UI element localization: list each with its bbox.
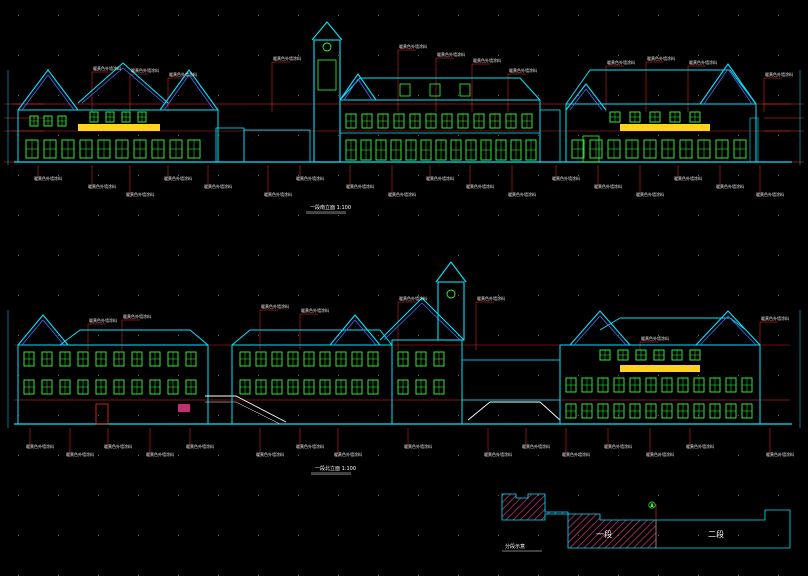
annotation-label: 暖黄色外墙涂料	[296, 175, 324, 181]
annotation-label: 暖黄色外墙涂料	[264, 191, 292, 197]
annotation-label: 暖黄色外墙涂料	[508, 191, 536, 197]
annotation-label: 暖黄色外墙涂料	[399, 295, 427, 301]
lower-clock-tower	[437, 281, 465, 341]
annotation-label: 暖黄色外墙涂料	[689, 59, 717, 65]
annotation-label: 暖黄色外墙涂料	[647, 55, 675, 61]
annotation-label: 暖黄色外墙涂料	[641, 335, 669, 341]
annotation-label: 暖黄色外墙涂料	[123, 313, 151, 319]
lower-annotations: 暖黄色外墙涂料暖黄色外墙涂料暖黄色外墙涂料暖黄色外墙涂料暖黄色外墙涂料暖黄色外墙…	[26, 295, 794, 457]
upper-building-outline	[14, 21, 792, 163]
annotation-label: 暖黄色外墙涂料	[607, 59, 635, 65]
upper-windows	[25, 111, 747, 163]
annotation-label: 暖黄色外墙涂料	[346, 183, 374, 189]
annotation-label: 暖黄色外墙涂料	[66, 451, 94, 457]
annotation-label: 暖黄色外墙涂料	[552, 175, 580, 181]
annotation-label: 暖黄色外墙涂料	[766, 451, 794, 457]
north-arrow-icon	[648, 501, 656, 509]
annotation-label: 暖黄色外墙涂料	[594, 183, 622, 189]
annotation-label: 暖黄色外墙涂料	[273, 55, 301, 61]
annotation-label: 暖黄色外墙涂料	[765, 71, 793, 77]
annotation-label: 暖黄色外墙涂料	[562, 451, 590, 457]
key-plan-caption: 分段示意	[505, 543, 525, 550]
annotation-label: 暖黄色外墙涂料	[604, 443, 632, 449]
annotation-label: 暖黄色外墙涂料	[89, 317, 117, 323]
annotation-label: 暖黄色外墙涂料	[388, 191, 416, 197]
annotation-label: 暖黄色外墙涂料	[93, 65, 121, 71]
annotation-label: 暖黄色外墙涂料	[686, 443, 714, 449]
yellow-band	[620, 124, 710, 131]
annotation-label: 暖黄色外墙涂料	[716, 183, 744, 189]
lower-elevation-title: 一段北立面 1:100	[315, 465, 356, 472]
annotation-label: 暖黄色外墙涂料	[34, 175, 62, 181]
annotation-label: 暖黄色外墙涂料	[646, 451, 674, 457]
annotation-label: 暖黄色外墙涂料	[26, 443, 54, 449]
pink-door	[178, 404, 190, 412]
annotation-label: 暖黄色外墙涂料	[761, 315, 789, 321]
upper-elevation-title: 一段南立面 1:100	[310, 204, 351, 211]
yellow-band	[78, 124, 160, 131]
entrance-door	[95, 403, 109, 425]
annotation-label: 暖黄色外墙涂料	[296, 443, 324, 449]
annotation-label: 暖黄色外墙涂料	[509, 67, 537, 73]
door	[582, 135, 600, 163]
annotation-label: 暖黄色外墙涂料	[426, 175, 454, 181]
annotation-label: 暖黄色外墙涂料	[473, 57, 501, 63]
annotation-label: 暖黄色外墙涂料	[146, 451, 174, 457]
lower-clock-face	[446, 289, 456, 299]
clock-tower	[313, 39, 341, 163]
annotation-label: 暖黄色外墙涂料	[522, 443, 550, 449]
key-plan-segment-1-shape	[501, 493, 657, 549]
annotation-label: 暖黄色外墙涂料	[636, 191, 664, 197]
upper-annotations: 暖黄色外墙涂料暖黄色外墙涂料暖黄色外墙涂料暖黄色外墙涂料暖黄色外墙涂料暖黄色外墙…	[34, 43, 793, 197]
annotation-label: 暖黄色外墙涂料	[186, 443, 214, 449]
annotation-label: 暖黄色外墙涂料	[756, 191, 784, 197]
lower-windows	[23, 349, 753, 419]
upper-elevation: 暖黄色外墙涂料暖黄色外墙涂料暖黄色外墙涂料暖黄色外墙涂料暖黄色外墙涂料暖黄色外墙…	[4, 21, 804, 214]
key-plan-segment-2-label: 二段	[708, 529, 724, 539]
annotation-label: 暖黄色外墙涂料	[301, 307, 329, 313]
key-plan-segment-1-label: 一段	[596, 529, 612, 539]
clock-face	[322, 42, 332, 52]
annotation-label: 暖黄色外墙涂料	[261, 303, 289, 309]
lower-building-outline	[14, 261, 792, 425]
annotation-label: 暖黄色外墙涂料	[104, 443, 132, 449]
annotation-label: 暖黄色外墙涂料	[484, 451, 512, 457]
annotation-label: 暖黄色外墙涂料	[477, 295, 505, 301]
lower-elevation: 暖黄色外墙涂料暖黄色外墙涂料暖黄色外墙涂料暖黄色外墙涂料暖黄色外墙涂料暖黄色外墙…	[7, 261, 801, 475]
annotation-label: 暖黄色外墙涂料	[437, 51, 465, 57]
key-plan: 一段 二段 分段示意	[501, 493, 791, 552]
annotation-label: 暖黄色外墙涂料	[256, 451, 284, 457]
annotation-label: 暖黄色外墙涂料	[674, 175, 702, 181]
annotation-label: 暖黄色外墙涂料	[131, 67, 159, 73]
annotation-label: 暖黄色外墙涂料	[88, 183, 116, 189]
annotation-label: 暖黄色外墙涂料	[169, 71, 197, 77]
yellow-band	[620, 365, 700, 372]
annotation-label: 暖黄色外墙涂料	[334, 451, 362, 457]
annotation-label: 暖黄色外墙涂料	[404, 443, 432, 449]
annotation-label: 暖黄色外墙涂料	[126, 191, 154, 197]
annotation-label: 暖黄色外墙涂料	[466, 183, 494, 189]
annotation-label: 暖黄色外墙涂料	[164, 175, 192, 181]
annotation-label: 暖黄色外墙涂料	[204, 183, 232, 189]
annotation-label: 暖黄色外墙涂料	[399, 43, 427, 49]
key-plan-segment-2-shape	[655, 509, 791, 549]
